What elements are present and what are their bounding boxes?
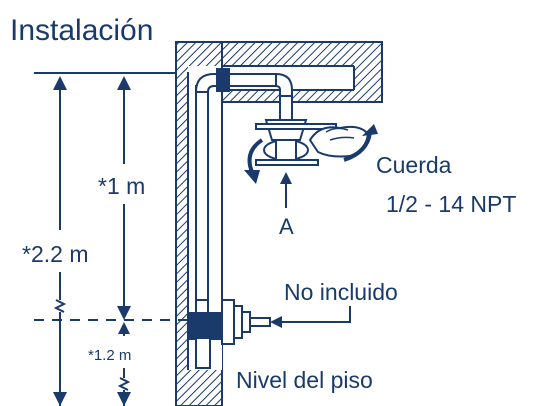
rotation-arrow-left-icon xyxy=(244,138,264,184)
not-included-label: No incluido xyxy=(284,279,398,305)
thread-label-line1: Cuerda xyxy=(376,152,452,178)
not-included-pointer xyxy=(270,306,351,328)
floor-level-label: Nivel del piso xyxy=(236,367,373,393)
valve xyxy=(188,299,271,369)
height-1m-label: *1 m xyxy=(98,173,145,199)
height-1-2m-label: *1.2 m xyxy=(88,347,131,364)
dimension-lines xyxy=(34,72,188,406)
supply-pipe xyxy=(194,68,293,307)
diagram-title: Instalación xyxy=(10,14,153,47)
callout-a-arrow xyxy=(280,172,292,208)
height-2-2m-label: *2.2 m xyxy=(22,241,88,267)
shower-head xyxy=(255,119,337,166)
rotation-arrow-right-icon xyxy=(343,124,378,162)
callout-a-label: A xyxy=(279,214,294,239)
thread-label-line2: 1/2 - 14 NPT xyxy=(386,191,516,217)
